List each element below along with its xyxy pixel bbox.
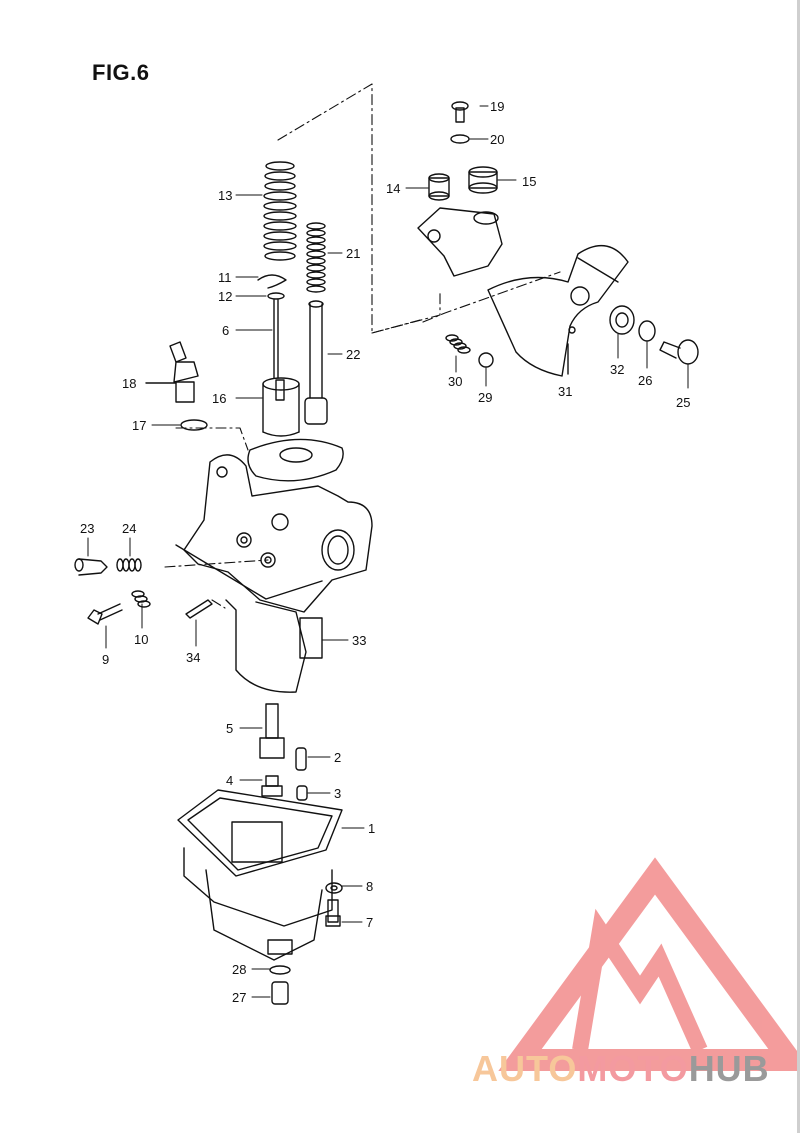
part-label-14: 14 — [386, 181, 400, 196]
washer-20 — [450, 134, 470, 144]
part-label-15: 15 — [522, 174, 536, 189]
fitting-18 — [145, 341, 199, 403]
part-label-3: 3 — [334, 786, 341, 801]
leader-lines — [87, 105, 689, 998]
part-label-5: 5 — [226, 721, 233, 736]
throttle-valve-16 — [262, 377, 300, 437]
part-label-20: 20 — [490, 132, 504, 147]
brand-part-hub: HUB — [688, 1048, 770, 1089]
part-label-4: 4 — [226, 773, 233, 788]
part-label-17: 17 — [132, 418, 146, 433]
part-label-8: 8 — [366, 879, 373, 894]
screw-7 — [325, 899, 341, 927]
throttle-stop-screw-9 — [87, 603, 123, 625]
bracket-31 — [487, 245, 629, 377]
brand-part-moto: MOTO — [577, 1048, 689, 1089]
washer-8 — [325, 882, 343, 894]
top-gasket — [247, 438, 344, 482]
part-label-6: 6 — [222, 323, 229, 338]
part-label-21: 21 — [346, 246, 360, 261]
assembly-guide-lines — [164, 83, 561, 609]
float-chamber — [177, 789, 343, 961]
part-label-10: 10 — [134, 632, 148, 647]
part-label-24: 24 — [122, 521, 136, 536]
part-label-2: 2 — [334, 750, 341, 765]
part-labels: 13 11 12 6 16 18 17 21 22 19 20 14 15 30… — [80, 99, 690, 1005]
watermark-logo — [498, 857, 800, 1071]
page-edge — [797, 0, 800, 1133]
screw-25 — [659, 339, 699, 365]
spring-13 — [263, 161, 297, 261]
part-label-9: 9 — [102, 652, 109, 667]
starter-plunger-22 — [304, 300, 328, 425]
part-label-23: 23 — [80, 521, 94, 536]
part-label-32: 32 — [610, 362, 624, 377]
spring-10 — [131, 590, 151, 608]
part-label-7: 7 — [366, 915, 373, 930]
washer-26 — [638, 320, 656, 342]
spring-24 — [116, 558, 142, 572]
part-label-27: 27 — [232, 990, 246, 1005]
pin-34 — [185, 599, 213, 619]
spring-21 — [306, 222, 326, 293]
ball-29 — [478, 352, 494, 368]
spacer-32 — [609, 305, 635, 335]
part-label-19: 19 — [490, 99, 504, 114]
spring-30 — [445, 334, 471, 354]
mounting-33 — [299, 617, 323, 659]
brand-watermark-text: AUTOMOTOHUB — [472, 1048, 770, 1090]
part-label-26: 26 — [638, 373, 652, 388]
figure-title: FIG.6 — [92, 60, 150, 85]
part-label-1: 1 — [368, 821, 375, 836]
part-label-34: 34 — [186, 650, 200, 665]
jet-needle-6 — [273, 299, 279, 379]
part-label-18: 18 — [122, 376, 136, 391]
screw-5 — [259, 703, 285, 759]
jet-3 — [296, 785, 308, 801]
cap-14 — [428, 173, 450, 201]
jet-4 — [261, 775, 283, 797]
gasket-28 — [269, 965, 291, 975]
clip-11 — [257, 274, 287, 289]
jet-2 — [295, 747, 307, 771]
part-label-22: 22 — [346, 347, 360, 362]
part-label-11: 11 — [218, 270, 232, 285]
cap-15 — [468, 166, 498, 194]
part-label-33: 33 — [352, 633, 366, 648]
plug-27 — [271, 981, 289, 1005]
part-label-31: 31 — [558, 384, 572, 399]
part-label-25: 25 — [676, 395, 690, 410]
part-label-12: 12 — [218, 289, 232, 304]
carburetor-body — [175, 454, 373, 693]
part-label-29: 29 — [478, 390, 492, 405]
washer-12 — [267, 292, 285, 300]
o-ring-17 — [180, 419, 208, 431]
screw-19 — [451, 101, 469, 123]
top-cover-body — [417, 207, 503, 277]
part-label-16: 16 — [212, 391, 226, 406]
pilot-screw-23 — [74, 558, 108, 576]
brand-part-auto: AUTO — [472, 1048, 578, 1089]
part-label-30: 30 — [448, 374, 462, 389]
part-label-28: 28 — [232, 962, 246, 977]
part-label-13: 13 — [218, 188, 232, 203]
